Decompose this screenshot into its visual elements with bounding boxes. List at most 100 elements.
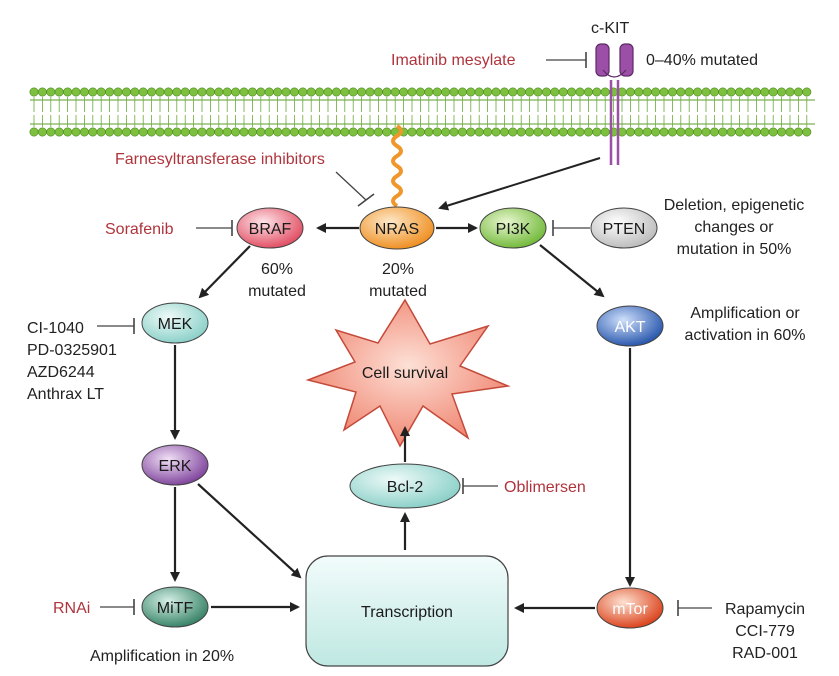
lipid-head (407, 127, 417, 137)
lipid-head (516, 127, 526, 137)
braf-note-line2: mutated (248, 283, 306, 300)
lipid-head (667, 127, 677, 137)
lipid-head (130, 127, 140, 137)
lipid-head (323, 87, 333, 97)
lipid-head (273, 127, 283, 137)
lipid-head (760, 87, 770, 97)
lipid-head (315, 127, 325, 137)
akt-note-line2: activation in 60% (685, 327, 806, 344)
lipid-head (693, 87, 703, 97)
lipid-head (768, 87, 778, 97)
mek-label: MEK (158, 316, 193, 333)
oblimersen-label: Oblimersen (504, 479, 586, 496)
lipid-head (508, 127, 518, 137)
lipid-head (659, 127, 669, 137)
lipid-head (474, 87, 484, 97)
mek-inhibitor-3: AZD6244 (27, 364, 95, 381)
lipid-head (760, 127, 770, 137)
lipid-head (340, 87, 350, 97)
lipid-head (684, 87, 694, 97)
lipid-head (54, 87, 64, 97)
lipid-head (415, 87, 425, 97)
lipid-head (96, 87, 106, 97)
lipid-head (625, 127, 635, 137)
lipid-head (592, 127, 602, 137)
lipid-head (382, 87, 392, 97)
nras-note-line1: 20% (382, 261, 414, 278)
lipid-head (348, 87, 358, 97)
lipid-head (37, 87, 47, 97)
c-kit-receptor (595, 43, 634, 165)
lipid-head (533, 127, 543, 137)
lipid-head (390, 87, 400, 97)
lipid-head (575, 87, 585, 97)
lipid-head (793, 127, 803, 137)
lipid-head (155, 127, 165, 137)
braf-to-mek-arrow (198, 245, 251, 299)
lipid-head (256, 127, 266, 137)
mitf-node: MiTF (141, 586, 209, 628)
mtor-inhibitor-1: Rapamycin (725, 601, 805, 618)
lipid-head (457, 127, 467, 137)
sorafenib-label: Sorafenib (105, 221, 174, 238)
lipid-head (239, 87, 249, 97)
braf-node: BRAF (236, 207, 304, 249)
lipid-head (483, 127, 493, 137)
pten-node: PTEN (590, 207, 658, 249)
lipid-head (214, 87, 224, 97)
lipid-head (113, 87, 123, 97)
farnesyltransferase-label: Farnesyltransferase inhibitors (115, 151, 325, 168)
rnai-inhibition (100, 599, 135, 615)
lipid-head (785, 87, 795, 97)
imatinib-label: Imatinib mesylate (391, 52, 516, 69)
transcription-label: Transcription (361, 604, 453, 621)
lipid-head (676, 127, 686, 137)
lipid-head (138, 87, 148, 97)
lipid-head (718, 87, 728, 97)
lipid-head (180, 127, 190, 137)
lipid-head (466, 127, 476, 137)
lipid-head (172, 127, 182, 137)
lipid-head (163, 87, 173, 97)
pten-note-line1: Deletion, epigenetic (664, 197, 805, 214)
lipid-head (289, 87, 299, 97)
akt-node: AKT (596, 305, 664, 347)
lipid-head (63, 87, 73, 97)
lipid-head (348, 127, 358, 137)
lipid-head (525, 87, 535, 97)
pten-inhibition (552, 220, 590, 236)
lipid-head (222, 127, 232, 137)
lipid-head (71, 127, 81, 137)
pi3k-label: PI3K (496, 221, 531, 238)
lipid-head (541, 127, 551, 137)
lipid-head (726, 87, 736, 97)
lipid-head (231, 127, 241, 137)
lipid-head (214, 127, 224, 137)
lipid-head (399, 87, 409, 97)
lipid-head (96, 127, 106, 137)
lipid-head (71, 87, 81, 97)
lipid-head (600, 87, 610, 97)
lipid-head (441, 127, 451, 137)
lipid-head (147, 87, 157, 97)
lipid-head (432, 87, 442, 97)
lipid-head (281, 127, 291, 137)
transcription-box: Transcription (305, 555, 509, 667)
lipid-head (735, 127, 745, 137)
lipid-head (424, 87, 434, 97)
lipid-head (491, 87, 501, 97)
imatinib-inhibition (546, 52, 587, 68)
lipid-head (37, 127, 47, 137)
lipid-head (802, 87, 812, 97)
mek-inhibitor-2: PD-0325901 (27, 342, 117, 359)
lipid-head (357, 87, 367, 97)
lipid-head (306, 127, 316, 137)
cell-survival-starburst: Cell survival (305, 298, 511, 448)
lipid-head (155, 87, 165, 97)
cell-membrane (29, 87, 815, 137)
lipid-head (79, 127, 89, 137)
lipid-head (457, 87, 467, 97)
lipid-head (298, 127, 308, 137)
lipid-head (693, 127, 703, 137)
